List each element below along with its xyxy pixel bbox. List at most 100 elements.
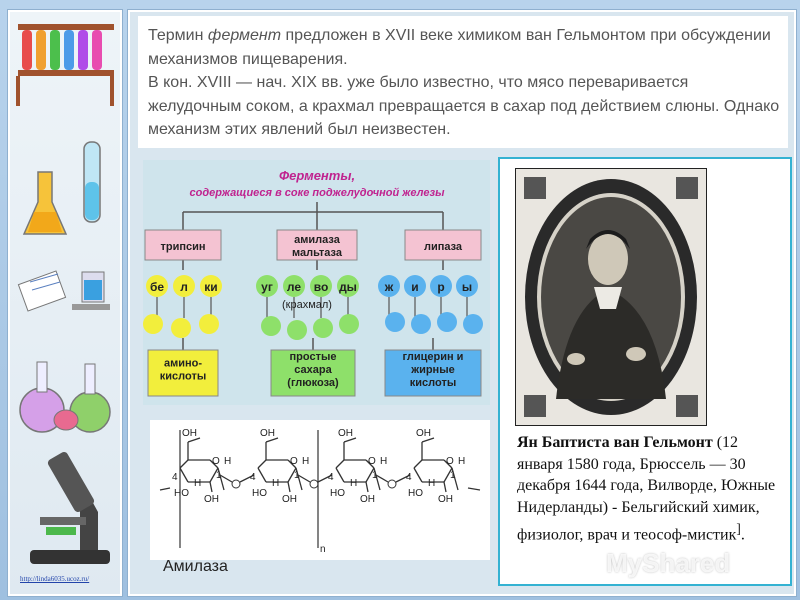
hydroxyl-label: OH	[438, 494, 453, 505]
watermark: MyShared	[606, 548, 731, 578]
syllable-label: и	[411, 280, 418, 294]
hydroxyl-label: HO	[252, 488, 267, 499]
product-label: кислоты	[160, 371, 206, 383]
diagram-subtitle: содержащиеся в соке поджелудочной железы	[190, 187, 446, 199]
hydrogen-label: H	[458, 456, 465, 467]
hydrogen-label: H	[194, 478, 201, 489]
syllable-circle	[310, 275, 332, 297]
carbon-number: 4	[328, 472, 334, 483]
hydrogen-label: H	[428, 478, 435, 489]
enzyme-box	[276, 229, 358, 261]
product-circle	[199, 314, 219, 334]
hydroxyl-label: HO	[330, 488, 345, 499]
ring-oxygen-label: O	[368, 456, 376, 467]
syllable-label: ды	[339, 280, 357, 294]
enzyme-diagram: Ферменты, содержащиеся в соке поджелудоч…	[143, 160, 490, 405]
syllable-label: ж	[384, 280, 394, 294]
enzyme-box	[144, 229, 222, 261]
syllable-label: ы	[462, 280, 472, 294]
enzyme-label: мальтаза	[292, 247, 343, 259]
product-circle	[385, 312, 405, 332]
hydroxyl-label: OH	[338, 428, 353, 439]
round-flask-icon	[19, 361, 111, 433]
product-circle	[339, 314, 359, 334]
syllable-circle	[283, 275, 305, 297]
hydrogen-label: H	[350, 478, 357, 489]
enzyme-box	[404, 229, 482, 261]
intro-text-box: Термин фермент предложен в XVII веке хим…	[138, 16, 788, 148]
hydroxyl-label: OH	[260, 428, 275, 439]
syllable-circle	[146, 275, 168, 297]
lab-illustrations	[16, 24, 114, 564]
product-label: глицерин и	[403, 351, 464, 363]
carbon-number: 1	[372, 470, 378, 481]
ring-oxygen-label: O	[290, 456, 298, 467]
repeat-n: n	[320, 544, 326, 555]
helmont-portrait	[515, 168, 707, 426]
product-box	[147, 349, 219, 397]
product-circle	[287, 320, 307, 340]
syllable-label: во	[314, 280, 329, 294]
carbon-number: 1	[294, 470, 300, 481]
bio-text: (12 января 1580 года, Брюссель — 30 дека…	[517, 434, 776, 544]
source-link[interactable]: http://linda6035.ucoz.ru/	[20, 575, 90, 583]
enzyme-label: амилаза	[294, 234, 341, 246]
intro-term: фермент	[207, 27, 282, 44]
helmont-bio: Ян Баптиста ван Гельмонт (12 января 1580…	[517, 432, 785, 546]
product-label: (глюкоза)	[287, 377, 339, 389]
hydrogen-label: H	[272, 478, 279, 489]
enzyme-label: липаза	[424, 241, 463, 253]
product-circle	[437, 312, 457, 332]
hydrogen-label: H	[302, 456, 309, 467]
carbon-number: 4	[406, 472, 412, 483]
product-circle	[143, 314, 163, 334]
product-box	[270, 349, 356, 397]
engraving-image	[516, 169, 706, 425]
product-label: жирные	[410, 364, 454, 376]
bio-name: Ян Баптиста ван Гельмонт	[517, 434, 713, 451]
hydroxyl-label: OH	[204, 494, 219, 505]
substrate-note: (крахмал)	[282, 299, 332, 311]
ring-oxygen-label: O	[446, 456, 454, 467]
hydrogen-label: H	[380, 456, 387, 467]
intro-paragraph: Термин фермент предложен в XVII веке хим…	[148, 24, 783, 142]
product-circle	[463, 314, 483, 334]
notebook-icon	[17, 270, 110, 312]
enzyme-diagram-svg: Ферменты, содержащиеся в соке поджелудоч…	[143, 168, 483, 397]
syllable-circle	[456, 275, 478, 297]
syllable-circle	[173, 275, 195, 297]
syllable-circle	[337, 275, 359, 297]
hydroxyl-label: HO	[408, 488, 423, 499]
carbon-number: 4	[250, 472, 256, 483]
syllable-circle	[200, 275, 222, 297]
product-circle	[171, 318, 191, 338]
carbon-number: 1	[216, 470, 222, 481]
product-circle	[261, 316, 281, 336]
product-circle	[411, 314, 431, 334]
intro-text-end: предложен в XVII веке химиком ван Гельмо…	[148, 27, 771, 68]
hydroxyl-label: OH	[282, 494, 297, 505]
microscope-icon	[30, 451, 110, 564]
diagram-title: Ферменты,	[279, 168, 355, 183]
bio-end: .	[740, 526, 745, 544]
syllable-circle	[256, 275, 278, 297]
hydroxyl-label: OH	[182, 428, 197, 439]
bio-footnote: ]	[736, 521, 741, 536]
product-label: сахара	[294, 364, 332, 376]
hydroxyl-label: OH	[416, 428, 431, 439]
syllable-circle	[378, 275, 400, 297]
intro-text-start: Термин	[148, 27, 208, 44]
hydroxyl-label: OH	[360, 494, 375, 505]
syllable-label: р	[437, 280, 444, 294]
syllable-label: ки	[204, 280, 217, 294]
structure-caption: Амилаза	[163, 558, 228, 575]
product-boxes: амино-кислотыпростыесахара(глюкоза)глице…	[147, 338, 482, 397]
